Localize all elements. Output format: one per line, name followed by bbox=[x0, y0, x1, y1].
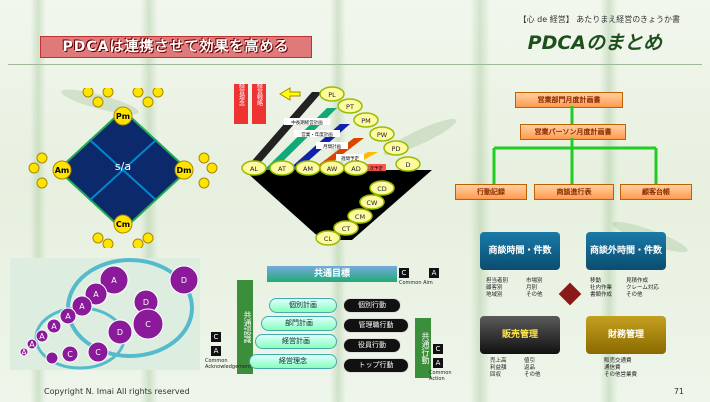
badge-a: A bbox=[429, 268, 439, 278]
check-node: CT bbox=[342, 225, 351, 233]
check-node: CL bbox=[324, 235, 333, 243]
left-vertical-label: 共通認識 bbox=[237, 280, 253, 374]
corner-dm: Dm bbox=[177, 166, 192, 175]
badge-c: C bbox=[433, 344, 443, 354]
org-top: 営業部門月度計画書 bbox=[515, 92, 623, 108]
panel-text: 見積作成 クレーム対応 その他 bbox=[626, 278, 659, 298]
badge-a: A bbox=[433, 358, 443, 368]
plan-node: PL bbox=[328, 91, 336, 99]
page-number: 71 bbox=[673, 387, 684, 396]
act-node: AL bbox=[250, 165, 258, 173]
panel-sales-time: 商談時間・件数 bbox=[480, 232, 560, 270]
panel-text: 売上高 利益額 回収 bbox=[490, 358, 507, 378]
do-node: D bbox=[405, 161, 410, 169]
circle-label: D bbox=[117, 328, 123, 337]
check-node: CM bbox=[355, 213, 365, 221]
left-item: 経営理念 bbox=[249, 354, 337, 369]
right-item: トップ行動 bbox=[343, 358, 409, 373]
common-ack-label: Common Acknowledgement bbox=[205, 358, 252, 370]
act-node: AW bbox=[327, 165, 338, 173]
common-aim-label: Common Aim bbox=[399, 280, 433, 286]
right-vertical-label: 共通行動 bbox=[415, 318, 431, 378]
circle-label: C bbox=[67, 350, 73, 359]
copyright: Copyright N. Imai All rights reserved bbox=[44, 387, 190, 396]
org-connectors bbox=[492, 106, 658, 184]
goals-title: 共通目標 bbox=[267, 266, 397, 282]
circle-label: A bbox=[79, 302, 85, 311]
page-title: PDCAのまとめ bbox=[527, 32, 662, 54]
diamond-center: s/a bbox=[115, 160, 131, 173]
circle-label: C bbox=[145, 320, 151, 329]
panel-finance-mgmt: 財務管理 bbox=[586, 316, 666, 354]
panel-text: 担当者別 顧客別 地域別 bbox=[486, 278, 509, 298]
goals-panel: 共通目標 共通認識 共通行動 個別計画 部門計画 経営計画 経営理念 個別行動 … bbox=[203, 258, 453, 398]
right-item: 役員行動 bbox=[343, 338, 401, 353]
fan-label: 週間予定 bbox=[341, 155, 359, 162]
org-bottom-3: 顧客台帳 bbox=[620, 184, 692, 200]
circle-label: D bbox=[143, 298, 149, 307]
circle-label: A bbox=[93, 290, 99, 299]
right-item: 個別行動 bbox=[343, 298, 401, 313]
plan-node: PM bbox=[361, 117, 371, 125]
circle-label: A bbox=[39, 332, 45, 341]
right-item: 管理職行動 bbox=[343, 318, 409, 333]
circle-label: A bbox=[21, 348, 27, 357]
circle-label: A bbox=[51, 322, 57, 331]
bamboo-stalk bbox=[470, 0, 490, 402]
check-node: CW bbox=[367, 199, 379, 207]
panel-text: 販売交通費 通信費 その他営業費 bbox=[604, 358, 638, 378]
panel-sales-mgmt: 販売管理 bbox=[480, 316, 560, 354]
org-bottom-1: 行動記録 bbox=[455, 184, 527, 200]
fan-diagram: 経営理念 経営戦略 中長期経営計画 営業・年度計画 月間計画 週間予定 日次予定… bbox=[234, 81, 432, 246]
corner-pm: Pm bbox=[116, 112, 130, 121]
left-item: 経営計画 bbox=[255, 334, 337, 349]
left-item: 個別計画 bbox=[269, 298, 337, 313]
banner-heading: PDCAは連携させて効果を高める bbox=[40, 36, 312, 58]
plan-node: PT bbox=[346, 103, 354, 111]
circle-label: C bbox=[95, 348, 101, 357]
act-node: AT bbox=[278, 165, 286, 173]
panel-nonsales-time: 商談外時間・件数 bbox=[586, 232, 666, 270]
fan-label: 中長期経営計画 bbox=[291, 119, 323, 126]
vertical-label-2: 経営戦略 bbox=[256, 81, 263, 107]
left-item: 部門計画 bbox=[261, 316, 337, 331]
badge-c: C bbox=[211, 332, 221, 342]
divider bbox=[8, 64, 702, 65]
vertical-label-box bbox=[252, 84, 266, 124]
corner-cm: Cm bbox=[116, 220, 130, 229]
circles-diagram: A A A A A A A A D D C C C D bbox=[10, 258, 200, 370]
panel-text: 市場別 月別 その他 bbox=[526, 278, 543, 298]
vertical-label-box bbox=[234, 84, 248, 124]
check-node: CD bbox=[377, 185, 387, 193]
circle-label: A bbox=[111, 276, 117, 285]
badge-c: C bbox=[399, 268, 409, 278]
panel-text: 移動 社内作業 書類作成 bbox=[590, 278, 613, 298]
circle-label: D bbox=[181, 276, 187, 285]
fan-label: 月間計画 bbox=[323, 143, 341, 150]
fan-label: 営業・年度計画 bbox=[301, 131, 333, 138]
header-subtitle: 【心 de 経営】 あたりまえ経営のきょうか書 bbox=[518, 15, 680, 24]
circle-label: A bbox=[29, 340, 35, 349]
vertical-label-1: 経営理念 bbox=[238, 81, 245, 106]
panel-text: 値引 返品 その他 bbox=[524, 358, 541, 378]
plan-node: PD bbox=[392, 145, 401, 153]
act-node: AM bbox=[303, 165, 313, 173]
cross-icon bbox=[558, 282, 582, 306]
pdca-diamond: s/a Pm Am Dm Cm bbox=[28, 88, 218, 248]
common-action-label: Common Action bbox=[429, 370, 452, 382]
plan-node: PW bbox=[377, 131, 388, 139]
circle-label: A bbox=[65, 312, 71, 321]
corner-am: Am bbox=[55, 166, 70, 175]
org-bottom-2: 商談進行表 bbox=[534, 184, 614, 200]
fan-label: 日次予定 bbox=[365, 165, 383, 172]
badge-a: A bbox=[211, 346, 221, 356]
act-node: AD bbox=[351, 165, 360, 173]
arrow-icon bbox=[279, 87, 301, 101]
